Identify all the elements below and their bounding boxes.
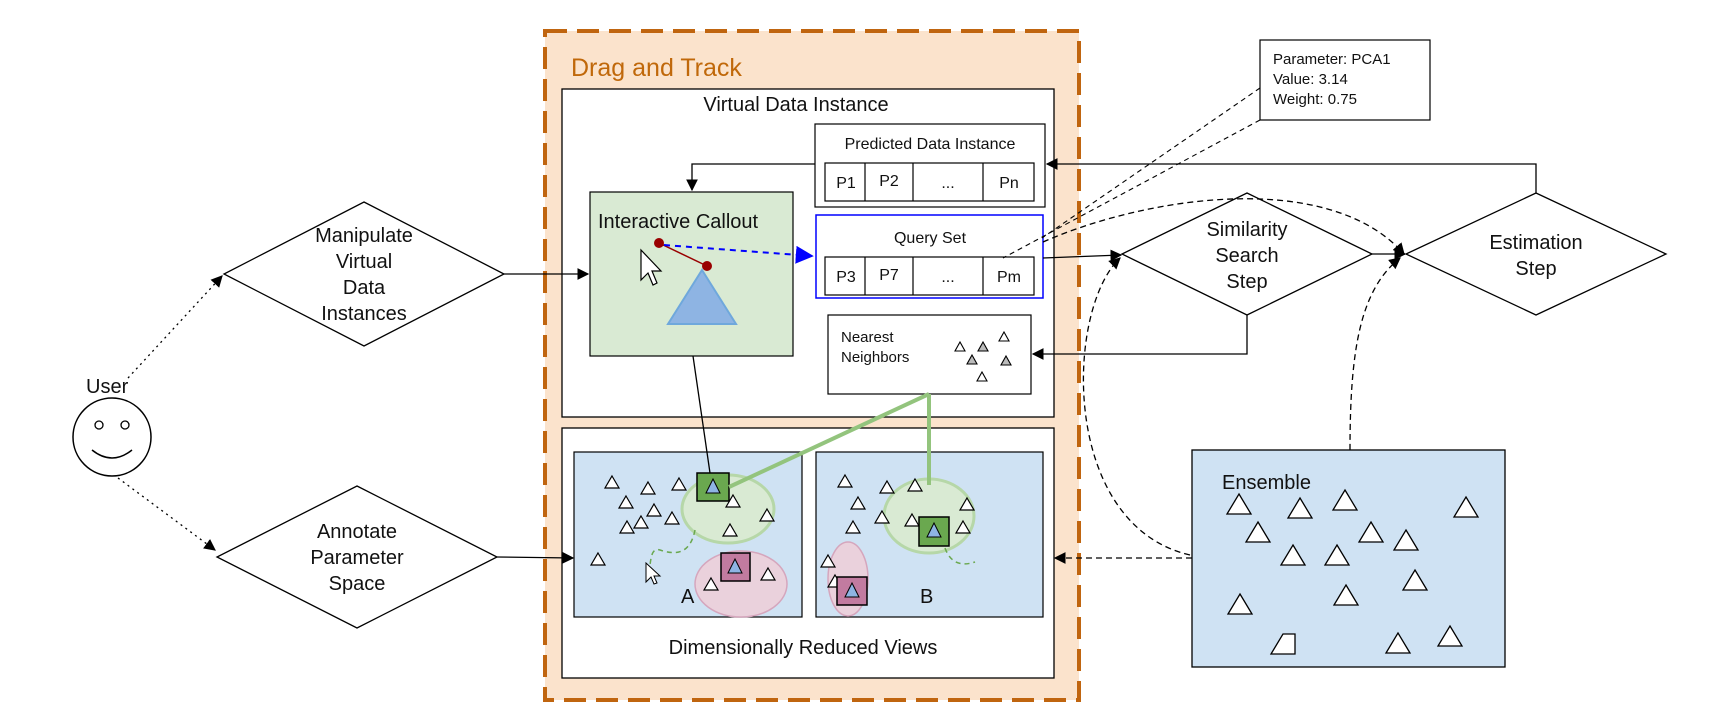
manipulate-line-1: Manipulate (315, 225, 413, 247)
manipulate-virtual-data-instances: Manipulate Virtual Data Instances (222, 201, 506, 347)
parameter-tooltip (1259, 39, 1431, 121)
tooltip-line-1: Parameter: PCA1 (1273, 51, 1391, 68)
view-a-highlight-pink (694, 550, 788, 618)
manipulate-line-2: Virtual (336, 251, 392, 273)
callout-handle-start[interactable] (654, 238, 664, 248)
nearest-neighbors-line-1: Nearest (841, 329, 894, 346)
interactive-callout (589, 191, 794, 357)
similarity-line-1: Similarity (1206, 219, 1287, 241)
similarity-line-3: Step (1226, 271, 1267, 293)
ensemble-points (1225, 488, 1480, 655)
view-a-points (589, 474, 777, 591)
query-cell-2: P7 (879, 267, 899, 284)
reduced-views-title: Dimensionally Reduced Views (669, 637, 938, 659)
estimation-step: Estimation Step (1404, 192, 1668, 316)
predicted-cell-4: Pn (999, 175, 1019, 192)
view-a-label: A (681, 586, 695, 608)
nearest-neighbors (827, 314, 1032, 395)
predicted-cell-3: ... (941, 175, 954, 192)
annotate-line-3: Space (329, 573, 386, 595)
drag-and-track-title: Drag and Track (571, 54, 742, 82)
user-face-icon (72, 397, 152, 477)
predicted-cell-1: P1 (836, 175, 856, 192)
view-b-label: B (920, 586, 933, 608)
virtual-data-instance-title: Virtual Data Instance (703, 94, 888, 116)
tooltip-line-3: Weight: 0.75 (1273, 91, 1357, 108)
query-set-title: Query Set (894, 230, 967, 247)
query-cell-1: P3 (836, 269, 856, 286)
view-a-cursor-icon (645, 561, 662, 585)
similarity-search-step: Similarity Search Step (1120, 192, 1374, 316)
similarity-line-2: Search (1215, 245, 1278, 267)
manipulate-line-3: Data (343, 277, 386, 299)
estimation-line-1: Estimation (1489, 232, 1582, 254)
annotate-parameter-space: Annotate Parameter Space (215, 485, 499, 629)
callout-handle-end[interactable] (702, 261, 712, 271)
annotate-line-2: Parameter (310, 547, 404, 569)
tooltip-line-2: Value: 3.14 (1273, 71, 1348, 88)
user-label: User (86, 376, 129, 398)
interactive-callout-title: Interactive Callout (598, 211, 759, 233)
view-b-points (819, 473, 976, 588)
user: User (72, 376, 152, 477)
predicted-title: Predicted Data Instance (845, 136, 1016, 153)
neighbor-triangles (954, 330, 1012, 382)
annotate-line-1: Annotate (317, 521, 397, 543)
predicted-cell-2: P2 (879, 173, 899, 190)
nearest-neighbors-line-2: Neighbors (841, 349, 909, 366)
cursor-icon (640, 248, 663, 286)
callout-triangle (666, 268, 738, 325)
estimation-line-2: Step (1515, 258, 1556, 280)
query-cell-4: Pm (997, 269, 1021, 286)
ensemble-label: Ensemble (1222, 472, 1311, 494)
query-cell-3: ... (941, 269, 954, 286)
manipulate-line-4: Instances (321, 303, 407, 325)
